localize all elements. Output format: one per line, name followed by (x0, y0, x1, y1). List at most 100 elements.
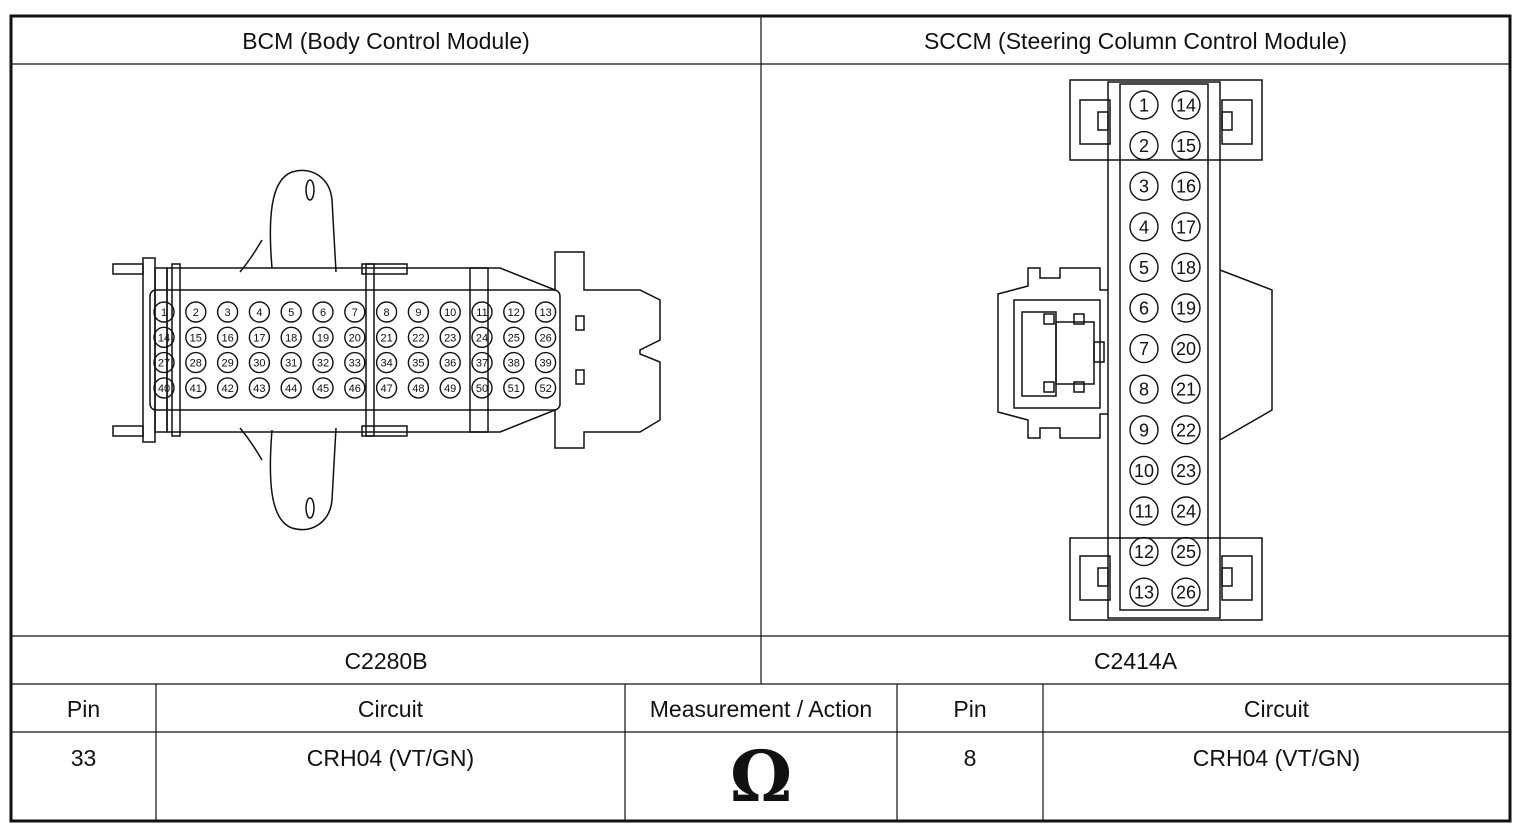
pin-34-circle (375, 351, 398, 374)
pin-27-label: 27 (158, 358, 170, 370)
pin-1-circle (153, 301, 175, 323)
pin-33-label: 33 (349, 358, 361, 370)
pin-51-label: 51 (508, 383, 520, 395)
pin-38-label: 38 (508, 358, 520, 370)
pin-29-label: 29 (221, 358, 233, 370)
table-cell-circuit-left: CRH04 (VT/GN) (306, 745, 475, 771)
pin-26-label: 26 (539, 332, 551, 344)
pin-10-circle (1129, 455, 1159, 486)
pin-9-circle (407, 301, 430, 323)
pin-41-circle (185, 377, 207, 399)
pin-9-circle (1129, 415, 1159, 445)
ohm-symbol-icon: Ω (729, 735, 793, 818)
pin-14-label: 14 (158, 332, 170, 344)
pin-49-circle (439, 377, 461, 399)
pin-36-label: 36 (444, 358, 456, 370)
pin-32-label: 32 (317, 358, 329, 370)
pin-6-circle (312, 301, 334, 323)
pin-48-label: 48 (412, 383, 424, 395)
pin-23-label: 23 (1176, 461, 1196, 481)
table-header-circuit-left: Circuit (357, 696, 424, 722)
pin-8-label: 8 (1139, 380, 1149, 400)
pin-4-label: 4 (1139, 217, 1149, 237)
pin-19-circle (1171, 293, 1201, 323)
pin-17-label: 17 (253, 332, 265, 344)
pin-10-label: 10 (444, 307, 456, 319)
pin-22-label: 22 (1176, 420, 1196, 440)
pin-12-label: 12 (508, 307, 520, 319)
pin-7-circle (344, 301, 366, 323)
pin-18-circle (1171, 252, 1201, 283)
pin-50-label: 50 (476, 383, 488, 395)
pin-41-label: 41 (190, 383, 202, 395)
pin-5-label: 5 (288, 307, 294, 319)
pin-19-label: 19 (317, 332, 329, 344)
pin-39-label: 39 (539, 358, 551, 370)
pin-48-circle (407, 377, 430, 399)
pin-1-label: 1 (161, 307, 167, 319)
pin-18-label: 18 (285, 332, 297, 344)
pin-23-circle (439, 326, 461, 348)
pin-14-circle (153, 326, 175, 348)
sccm-connector-id: C2414A (1093, 648, 1178, 674)
pin-5-label: 5 (1139, 258, 1149, 278)
pin-46-circle (344, 377, 366, 399)
pin-37-circle (471, 351, 493, 374)
pin-42-circle (216, 377, 239, 399)
pin-44-label: 44 (285, 383, 297, 395)
pin-3-label: 3 (225, 307, 231, 319)
pin-33-circle (344, 351, 366, 374)
pin-23-label: 23 (444, 332, 456, 344)
pin-6-label: 6 (320, 307, 326, 319)
pin-11-label: 11 (1135, 501, 1154, 521)
pin-17-circle (248, 326, 271, 348)
pin-10-circle (439, 301, 461, 323)
sccm-connector-drawing (997, 79, 1273, 621)
pin-2-circle (1129, 130, 1159, 161)
pin-7-label: 7 (352, 307, 358, 319)
pin-22-circle (1171, 415, 1201, 445)
pin-11-circle (471, 301, 493, 323)
pin-15-label: 15 (1176, 136, 1196, 156)
pin-18-label: 18 (1176, 258, 1196, 278)
pin-11-label: 11 (476, 307, 487, 319)
pin-47-circle (375, 377, 398, 399)
pin-8-circle (375, 301, 398, 323)
table-cell-circuit-right: CRH04 (VT/GN) (1192, 745, 1361, 771)
table-cell-pin-left: 33 (70, 745, 97, 771)
pin-3-circle (216, 301, 239, 323)
bcm-connector-id: C2280B (344, 648, 428, 674)
pin-51-circle (503, 377, 525, 399)
pin-39-circle (534, 351, 557, 374)
pin-14-circle (1171, 90, 1201, 120)
pin-16-circle (1171, 171, 1201, 201)
pin-32-circle (312, 351, 334, 374)
bcm-header: BCM (Body Control Module) (242, 28, 530, 54)
pin-40-label: 40 (158, 383, 170, 395)
pin-45-label: 45 (317, 383, 329, 395)
pin-15-label: 15 (190, 332, 202, 344)
pin-13-circle (1129, 577, 1159, 607)
table-header-pin-left: Pin (66, 696, 101, 722)
pin-8-label: 8 (384, 307, 390, 319)
pin-44-circle (280, 377, 302, 399)
pin-9-label: 9 (415, 307, 421, 319)
pin-34-label: 34 (380, 358, 392, 370)
pin-1-label: 1 (1139, 95, 1149, 115)
pin-52-circle (534, 377, 557, 399)
pin-30-label: 30 (253, 358, 265, 370)
table-cell-pin-right: 8 (963, 745, 977, 771)
pin-35-circle (407, 351, 430, 374)
pin-22-label: 22 (412, 332, 424, 344)
pin-16-label: 16 (1176, 177, 1196, 197)
pin-15-circle (185, 326, 207, 348)
pin-14-label: 14 (1176, 95, 1196, 115)
pin-31-circle (280, 351, 302, 374)
bcm-connector-drawing (112, 169, 661, 531)
pin-45-circle (312, 377, 334, 399)
pin-28-circle (185, 351, 207, 374)
sccm-header: SCCM (Steering Column Control Module) (923, 28, 1348, 54)
pin-3-circle (1129, 171, 1159, 201)
pin-7-label: 7 (1139, 339, 1149, 359)
